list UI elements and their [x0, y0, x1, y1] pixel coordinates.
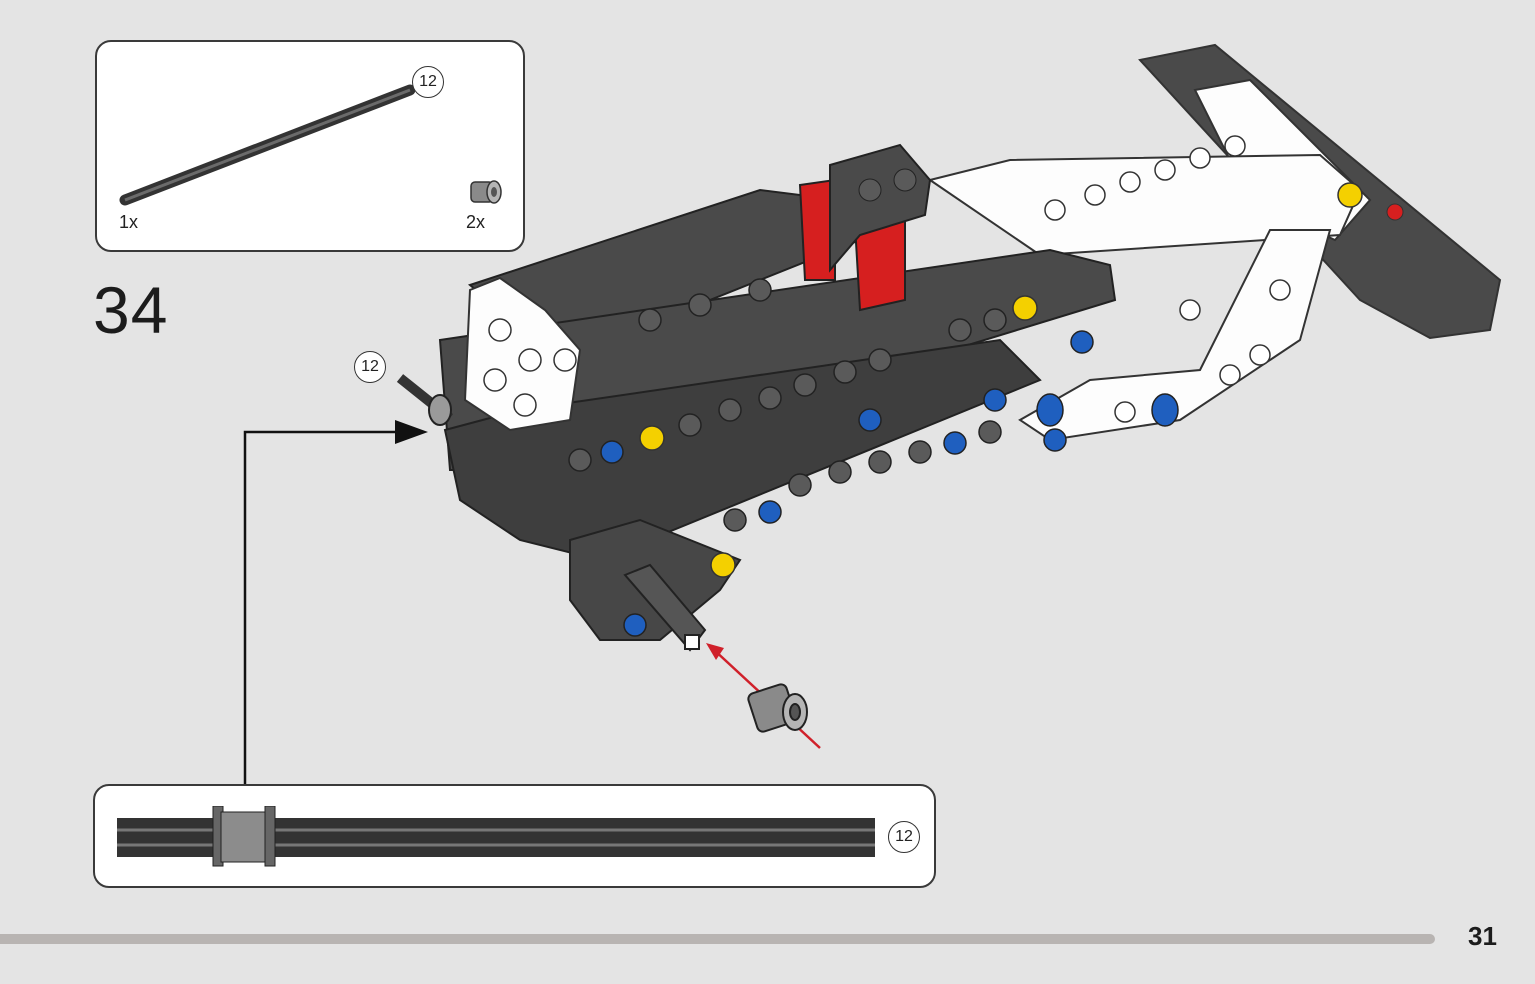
bush-being-added [747, 683, 808, 733]
parts-list-box: 12 1x 2x [95, 40, 525, 252]
blue-pins [600, 330, 1179, 637]
main-dark-beams [438, 188, 1117, 641]
callout-axle-length-label: 12 [895, 828, 913, 845]
bush-quantity: 2x [466, 212, 486, 232]
yellow-pins [639, 182, 1363, 578]
axle-length-label: 12 [419, 73, 437, 90]
axle-quantity: 1x [119, 212, 139, 232]
rear-white-frame [927, 43, 1502, 442]
insert-axle-length-badge: 12 [354, 351, 386, 383]
axle-bush-position-diagram [117, 806, 875, 867]
callout-axle-length-badge: 12 [888, 821, 920, 853]
red-liftarms [798, 178, 906, 312]
insert-axle-length-label: 12 [361, 358, 379, 375]
progress-bar [0, 934, 1435, 944]
step-number: 34 [93, 273, 169, 347]
front-axle-end [623, 563, 707, 652]
frame-holes [1044, 135, 1291, 423]
bush-part-icon [470, 180, 502, 204]
axle-12-part-icon [119, 84, 415, 206]
page-number: 31 [1468, 921, 1497, 951]
axle-length-badge: 12 [412, 66, 444, 98]
callout-box: 12 [93, 784, 936, 888]
inserted-axle-left [396, 374, 454, 426]
beam-holes [568, 278, 1007, 532]
